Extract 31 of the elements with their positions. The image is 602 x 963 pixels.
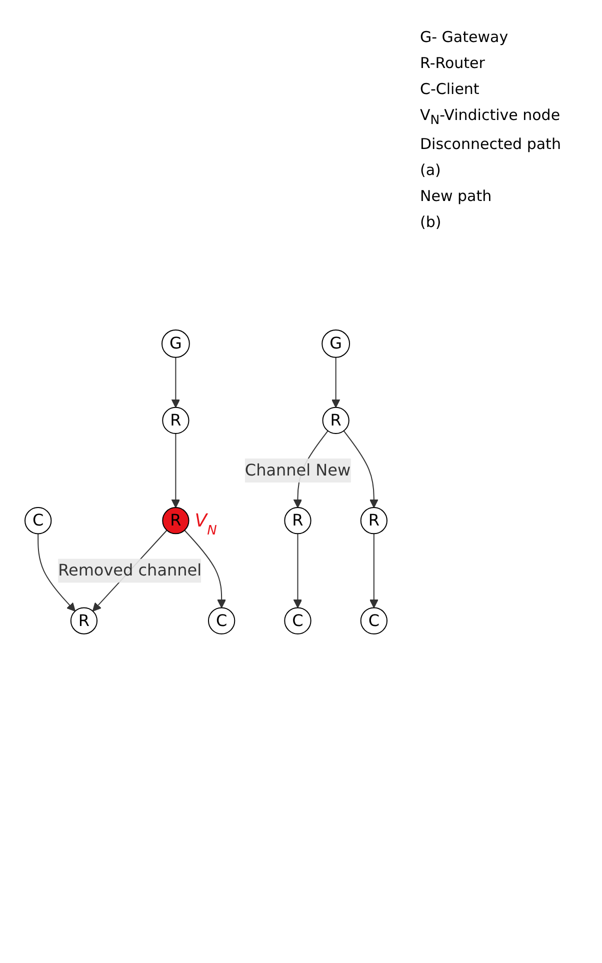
node-circle: R	[162, 506, 190, 534]
node-circle: G	[162, 329, 190, 358]
label-text: Disconnected path	[420, 135, 562, 153]
node-circle: R	[162, 406, 190, 434]
label-text: C-Client	[420, 80, 480, 98]
arrow	[343, 430, 378, 508]
node-circle: G	[322, 329, 350, 358]
arrow	[184, 529, 226, 608]
arrow	[293, 532, 302, 608]
node-circle: C	[284, 606, 312, 634]
node-circle: R	[284, 506, 312, 534]
label-text: V$_{N}$-Vindictive node	[420, 106, 562, 127]
node-circle: C	[208, 606, 236, 634]
arrow	[370, 532, 378, 608]
arrow	[38, 532, 76, 612]
node-circle: R	[360, 506, 388, 534]
node-circle: R	[322, 406, 350, 434]
node-circle: C	[24, 506, 52, 534]
arrow	[171, 356, 180, 408]
label-text: (a)	[420, 161, 442, 179]
arrow	[171, 432, 180, 508]
label-text: New path	[420, 187, 493, 205]
node-circle: R	[70, 606, 98, 634]
label-text: (b)	[420, 213, 442, 231]
edge-label: Channel New	[244, 460, 351, 480]
arrow	[331, 356, 340, 408]
label-text: G- Gateway	[420, 28, 510, 46]
node-circle: C	[360, 606, 388, 634]
edge-label: Removed channel	[58, 560, 202, 580]
node-annotation: V$_{N}$	[194, 510, 217, 538]
label-text: R-Router	[420, 54, 486, 72]
